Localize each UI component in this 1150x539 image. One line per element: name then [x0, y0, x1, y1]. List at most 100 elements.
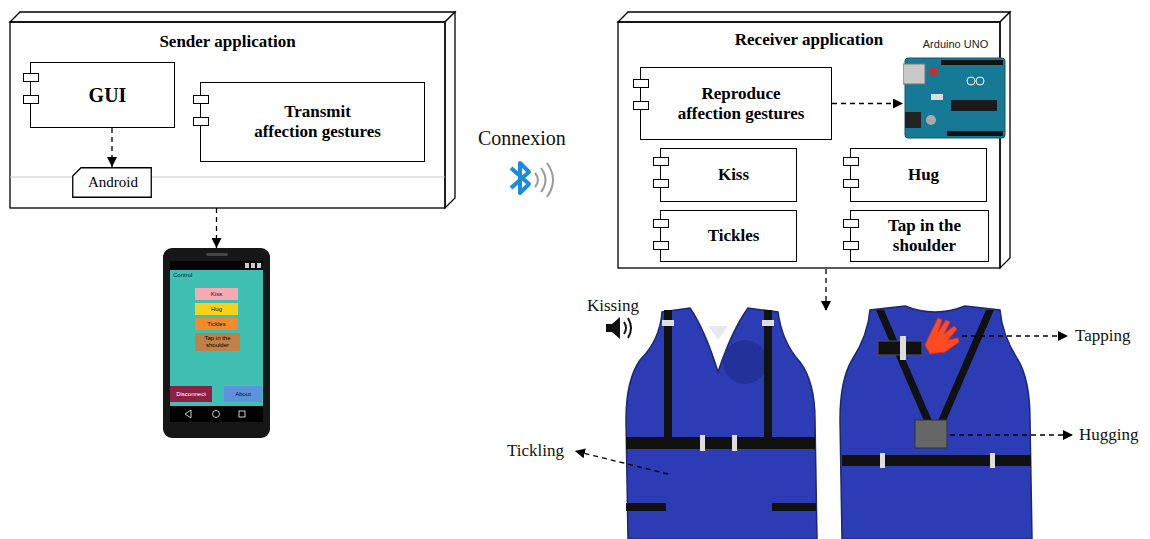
- node-text: GUI: [89, 84, 127, 107]
- node-text: Hug: [211, 306, 222, 313]
- board-logo: [976, 77, 984, 85]
- capacitor: [926, 115, 936, 125]
- leader-arrow: [950, 434, 1073, 435]
- signal-wave: [541, 168, 546, 192]
- status-bar: [170, 261, 263, 270]
- strap-buckle: [662, 320, 674, 326]
- component-tab: [633, 79, 649, 88]
- dashed-arrow: [832, 103, 903, 104]
- node-text: Reproduce affection gestures: [675, 84, 807, 123]
- bluetooth-symbol: [511, 163, 529, 193]
- app-button: Tap in the shoulder: [195, 333, 240, 351]
- leader-arrow: [575, 451, 668, 474]
- callout-label: Kissing: [587, 296, 639, 316]
- platform-note: Android: [72, 167, 152, 198]
- callout-label: Tickling: [507, 441, 564, 461]
- phone-case: [163, 248, 270, 438]
- node-text: About: [235, 391, 251, 398]
- sound-wave: [624, 322, 626, 334]
- sound-wave: [628, 318, 631, 338]
- status-icon: [257, 263, 261, 268]
- component-box: Tickles: [660, 210, 797, 262]
- pin-header: [947, 131, 1003, 136]
- node-text: Tap in the shoulder: [867, 216, 982, 255]
- crystal: [931, 94, 943, 100]
- dashed-arrow: [111, 128, 112, 167]
- leader-arrow: [962, 335, 1068, 336]
- vest-strap: [626, 503, 666, 511]
- connection-label: Connexion: [478, 126, 566, 150]
- component-tab: [633, 101, 649, 110]
- component-tab: [23, 73, 39, 82]
- app-button: About: [224, 386, 262, 402]
- vest-strap: [664, 310, 672, 437]
- node-text: Transmit affection gestures: [252, 102, 384, 141]
- package-top-face: [10, 12, 455, 22]
- dashed-arrow: [825, 269, 826, 311]
- belt-buckle: [732, 435, 737, 451]
- node-text: Sender application: [10, 32, 445, 52]
- usb-port: [903, 64, 925, 84]
- nav-home-icon: [213, 411, 220, 418]
- component-tab: [843, 179, 859, 188]
- arduino-picture: [903, 38, 1008, 140]
- package-box: Receiver applicationReproduce affection …: [618, 12, 1010, 268]
- vest-strap: [772, 503, 816, 511]
- vest-belt: [626, 437, 815, 449]
- speaker-icon: [606, 317, 620, 339]
- node-text: Android: [88, 174, 138, 191]
- node-text: Arduino UNO: [903, 38, 1008, 51]
- nav-back-icon: [185, 410, 191, 418]
- component-tab: [193, 117, 209, 126]
- component-tab: [843, 219, 859, 228]
- phone-display: [170, 270, 263, 406]
- callout-label: Tapping: [1075, 326, 1130, 346]
- node-text: Tap in the shoulder: [197, 335, 238, 348]
- component-tab: [653, 241, 669, 250]
- back-vest: [840, 306, 1032, 539]
- component-tab: [23, 95, 39, 104]
- phone-earpiece: [206, 253, 228, 256]
- component-box: Transmit affection gestures: [200, 82, 425, 162]
- signal-wave: [535, 173, 538, 187]
- hug-actuator: [915, 420, 947, 448]
- board-logo: [967, 77, 975, 85]
- tapping-hand: [925, 318, 959, 354]
- nav-recent-icon: [239, 411, 245, 417]
- nav-bar: [170, 406, 263, 422]
- node-text: Hug: [908, 165, 939, 185]
- phone-screen: ControlKissHugTicklesTap in the shoulder…: [163, 248, 270, 438]
- dashed-arrow: [216, 208, 217, 248]
- strap-buckle: [762, 320, 774, 326]
- status-icon: [251, 263, 255, 268]
- vest-collar: [708, 326, 728, 340]
- signal-wave: [547, 163, 553, 197]
- callout-label: Hugging: [1079, 425, 1139, 445]
- belt-buckle: [700, 435, 705, 451]
- component-tab: [843, 157, 859, 166]
- front-vest: [626, 308, 817, 539]
- app-button: Disconnect: [170, 386, 212, 402]
- package-side-face: [445, 12, 455, 208]
- component-box: GUI: [30, 62, 175, 128]
- belt-buckle: [990, 453, 995, 468]
- component-tab: [193, 95, 209, 104]
- app-button: Hug: [195, 303, 238, 315]
- microcontroller: [951, 100, 997, 111]
- component-box: Kiss: [660, 148, 797, 202]
- power-jack: [905, 112, 921, 128]
- node-text: Kiss: [211, 291, 222, 298]
- pin-header: [941, 60, 1003, 65]
- reset-button: [929, 68, 937, 76]
- servo-bracket: [900, 336, 906, 360]
- component-box: Reproduce affection gestures: [640, 67, 832, 140]
- package-front-face: [10, 22, 445, 208]
- component-box: Tap in the shoulder: [850, 210, 989, 262]
- app-button: Tickles: [195, 318, 238, 330]
- package-side-face: [1000, 12, 1010, 268]
- vest-strap: [764, 310, 772, 437]
- component-tab: [653, 219, 669, 228]
- vest-strap: [876, 310, 936, 430]
- package-box: Sender applicationGUI Transmit affection …: [10, 12, 455, 208]
- node-text: Disconnect: [176, 391, 206, 398]
